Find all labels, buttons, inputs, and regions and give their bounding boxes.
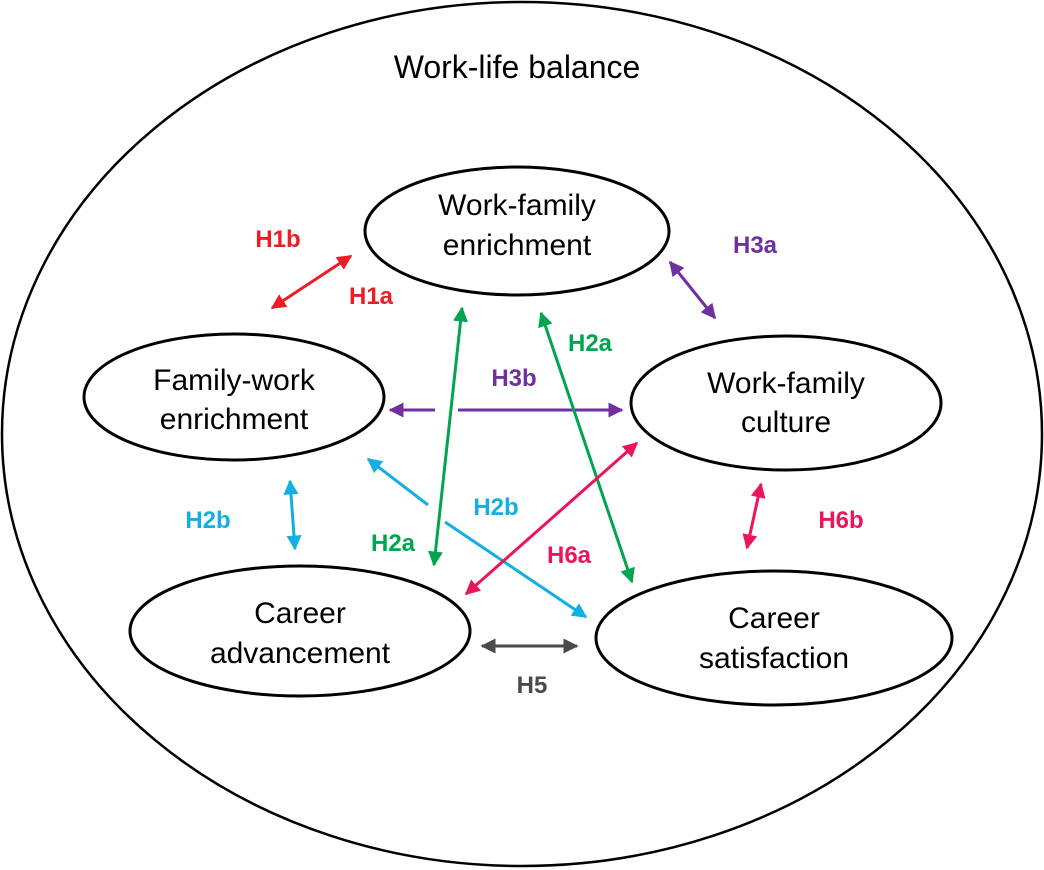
arrow-h2b-fwe-cs-upper	[366, 457, 429, 507]
arrow-h3a-wfe-wfc	[668, 260, 717, 320]
label-h6a: H6a	[547, 542, 592, 569]
node-shape	[594, 569, 954, 707]
label-h3b: H3b	[491, 365, 536, 392]
label-h2a-right: H2a	[568, 330, 613, 357]
node-shape	[82, 332, 386, 462]
node-career-satisfaction: Career satisfaction	[594, 569, 954, 707]
arrow-h2b-fwe-cs-lower	[444, 520, 588, 619]
label-h2b-left: H2b	[185, 507, 230, 534]
node-shape	[128, 564, 472, 698]
label-h1b: H1b	[255, 226, 300, 253]
node-label-line1: Career	[254, 597, 346, 630]
node-shape	[629, 334, 943, 472]
label-h2a-left: H2a	[371, 530, 416, 557]
node-label-line2: culture	[741, 406, 831, 439]
label-h5: H5	[517, 672, 548, 699]
node-family-work-enrichment: Family-work enrichment	[82, 332, 386, 462]
node-label-line2: enrichment	[443, 229, 592, 262]
arrow-h6a-wfc-ca	[464, 441, 639, 596]
arrow-h6b-wfc-cs	[742, 482, 766, 550]
arrow-h2b-fwe-ca	[283, 479, 302, 551]
node-work-family-culture: Work-family culture	[629, 334, 943, 472]
node-work-family-enrichment: Work-family enrichment	[363, 165, 671, 297]
node-label-line1: Work-family	[707, 367, 865, 400]
node-label-line1: Work-family	[438, 189, 596, 222]
arrow-h1-fwe-wfe	[270, 254, 353, 310]
node-label-line1: Career	[728, 602, 820, 635]
label-h6b: H6b	[818, 507, 863, 534]
label-h1a: H1a	[349, 283, 394, 310]
node-label-line2: satisfaction	[699, 642, 849, 675]
arrow-h2a-wfe-ca	[428, 306, 468, 567]
label-h2b-mid: H2b	[473, 494, 518, 521]
node-career-advancement: Career advancement	[128, 564, 472, 698]
node-label-line2: advancement	[210, 637, 391, 670]
node-label-line1: Family-work	[153, 364, 316, 397]
diagram-title: Work-life balance	[394, 49, 641, 85]
label-h3a: H3a	[733, 232, 778, 259]
node-shape	[363, 165, 671, 297]
node-label-line2: enrichment	[160, 403, 309, 436]
